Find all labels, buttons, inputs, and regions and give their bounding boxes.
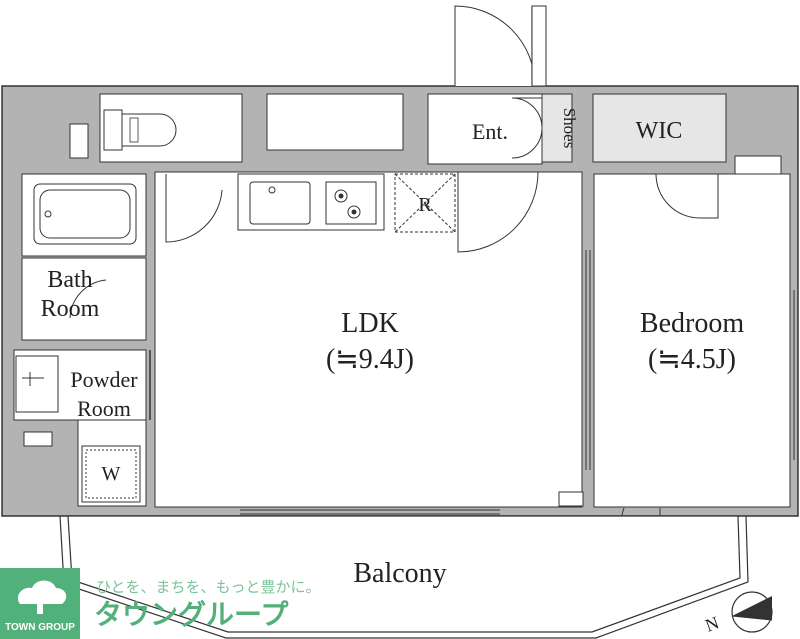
wic-label: WIC: [636, 118, 683, 144]
vent: [23, 431, 53, 447]
kitchen-sink: [249, 181, 311, 225]
shoes-door: [511, 97, 543, 159]
town-group-logo: TOWN GROUP ひとを、まちを、もっと豊かに。 タウングループ: [0, 568, 321, 639]
compass: N: [702, 591, 773, 636]
washbasin: [15, 355, 59, 413]
tree-icon: [17, 580, 67, 604]
vent: [558, 491, 584, 507]
front-door: [454, 5, 536, 87]
bedroom-size: (≒4.5J): [648, 344, 736, 375]
toilet-bowl: [121, 113, 177, 147]
compass-needle-icon: [732, 596, 772, 620]
refrigerator-label: R: [418, 194, 432, 216]
bath-label-2: Room: [41, 296, 100, 322]
bath-label-1: Bath: [47, 267, 92, 293]
washer-pan: [81, 445, 141, 503]
logo-tagline: ひとを、まちを、もっと豊かに。: [96, 578, 321, 596]
ac-sleeve: [734, 155, 782, 175]
ldk-label: LDK: [341, 308, 399, 339]
wic-door: [655, 173, 719, 219]
compass-north-label: N: [702, 612, 721, 635]
toilet-tank: [103, 109, 123, 151]
logo-english: TOWN GROUP: [5, 622, 75, 633]
logo-brand: タウングループ: [94, 598, 289, 631]
bedroom-room: [593, 173, 791, 508]
entrance-label: Ent.: [472, 119, 508, 144]
ldk-door: [457, 171, 539, 253]
bath-room: [21, 257, 147, 341]
bedroom-label: Bedroom: [640, 308, 744, 339]
ldk-size: (≒9.4J): [326, 344, 414, 375]
drain: [44, 210, 52, 218]
pipe-shaft: [69, 123, 89, 159]
washer-label: W: [102, 463, 121, 485]
powder-label-1: Powder: [70, 367, 138, 392]
wic-closet: [592, 93, 727, 163]
powder-label-2: Room: [77, 396, 131, 421]
balcony-label: Balcony: [353, 558, 446, 589]
toilet-door: [165, 174, 223, 243]
bath-door: [69, 279, 107, 319]
storage-cabinet: [266, 93, 404, 151]
shoes-label: Shoes: [560, 108, 579, 149]
